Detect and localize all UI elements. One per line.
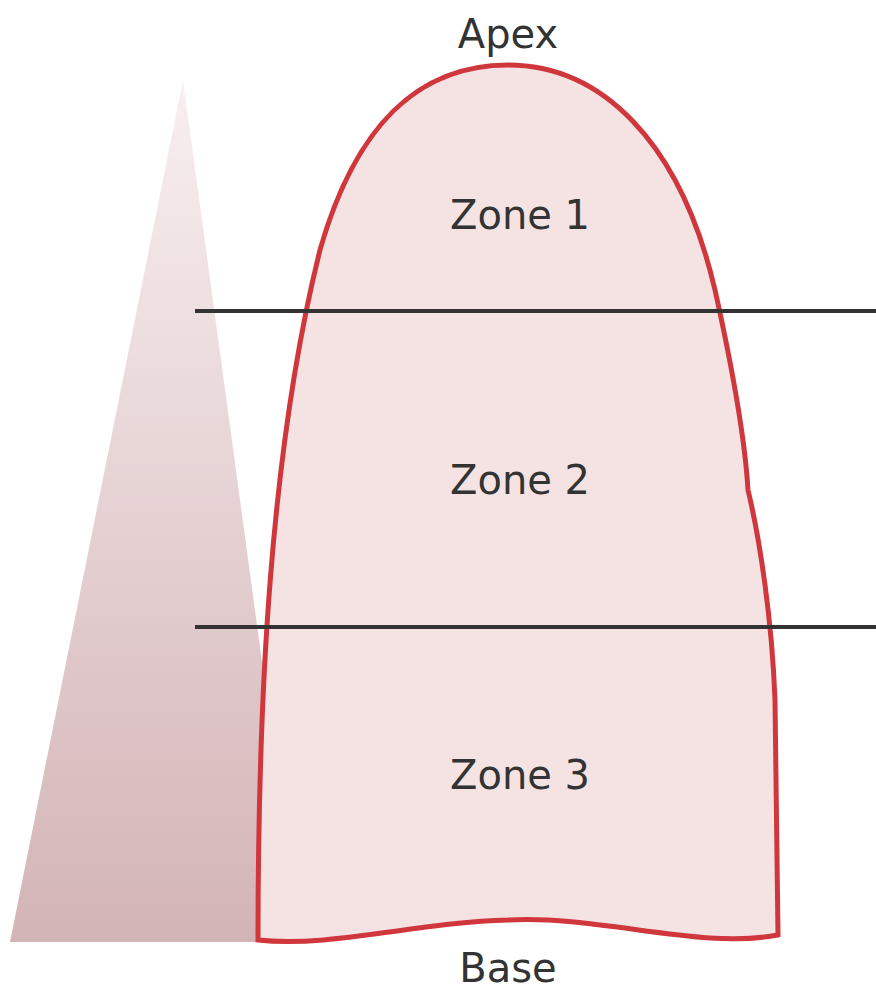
zone-label: Zone 2 — [450, 458, 590, 502]
zone-divider — [195, 625, 876, 629]
base-label: Base — [459, 946, 556, 990]
lung-outline — [258, 65, 778, 942]
zone-divider — [195, 309, 876, 313]
gradient-triangle — [10, 80, 300, 942]
apex-label: Apex — [458, 12, 558, 56]
zone-label: Zone 1 — [450, 193, 590, 237]
zone-label: Zone 3 — [450, 753, 590, 797]
